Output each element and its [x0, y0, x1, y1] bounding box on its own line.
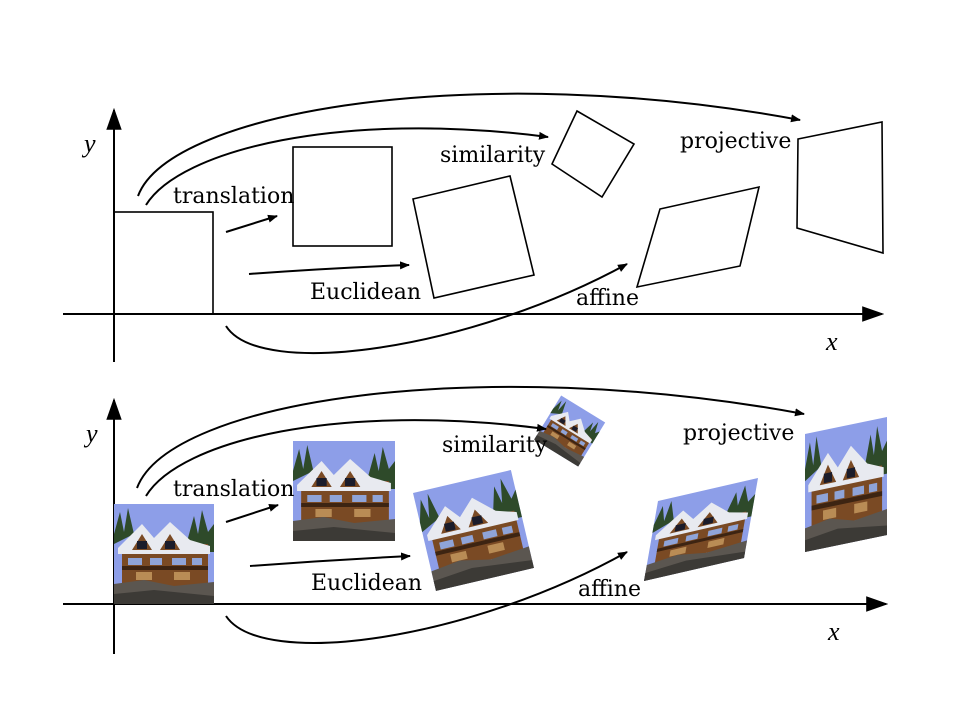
translation-photo: [293, 441, 395, 541]
euclidean-label: Euclidean: [310, 280, 421, 305]
x-axis-label: x: [825, 327, 838, 356]
translation-label: translation: [173, 184, 294, 209]
original-photo: [114, 504, 214, 604]
affine-label: affine: [576, 286, 639, 311]
euclidean-arrow: [248, 261, 410, 275]
affine-arrow: [225, 263, 628, 354]
affine-label: affine: [578, 577, 641, 602]
projective-label: projective: [680, 129, 791, 154]
projective-arrow: [136, 385, 805, 489]
euclidean-square: [412, 175, 535, 299]
y-axis-label: y: [81, 129, 96, 158]
translation-label: translation: [173, 477, 294, 502]
translation-arrow: [225, 214, 278, 233]
y-axis-label: y: [83, 419, 98, 448]
similarity-label: similarity: [442, 433, 548, 458]
euclidean-label: Euclidean: [311, 571, 422, 596]
original-square: [113, 211, 214, 315]
translation-square: [292, 146, 393, 247]
affine-parallelogram: [635, 185, 761, 289]
x-axis-label: x: [827, 617, 840, 646]
euclidean-arrow: [249, 552, 411, 567]
projective-label: projective: [683, 421, 794, 446]
bottom-diagram: x y translation Euclidean: [63, 385, 889, 654]
similarity-arrow: [145, 127, 549, 206]
top-diagram: x y translation Euclidean similarity aff…: [63, 92, 885, 362]
affine-photo: [644, 478, 758, 581]
translation-arrow: [225, 503, 279, 523]
projective-arrow: [137, 92, 801, 197]
affine-arrow: [225, 551, 628, 644]
euclidean-photo: [413, 470, 534, 591]
similarity-arrow: [145, 419, 547, 497]
projective-quad: [796, 121, 884, 255]
similarity-square: [550, 109, 636, 199]
projective-photo: [805, 417, 887, 552]
similarity-label: similarity: [440, 143, 546, 168]
